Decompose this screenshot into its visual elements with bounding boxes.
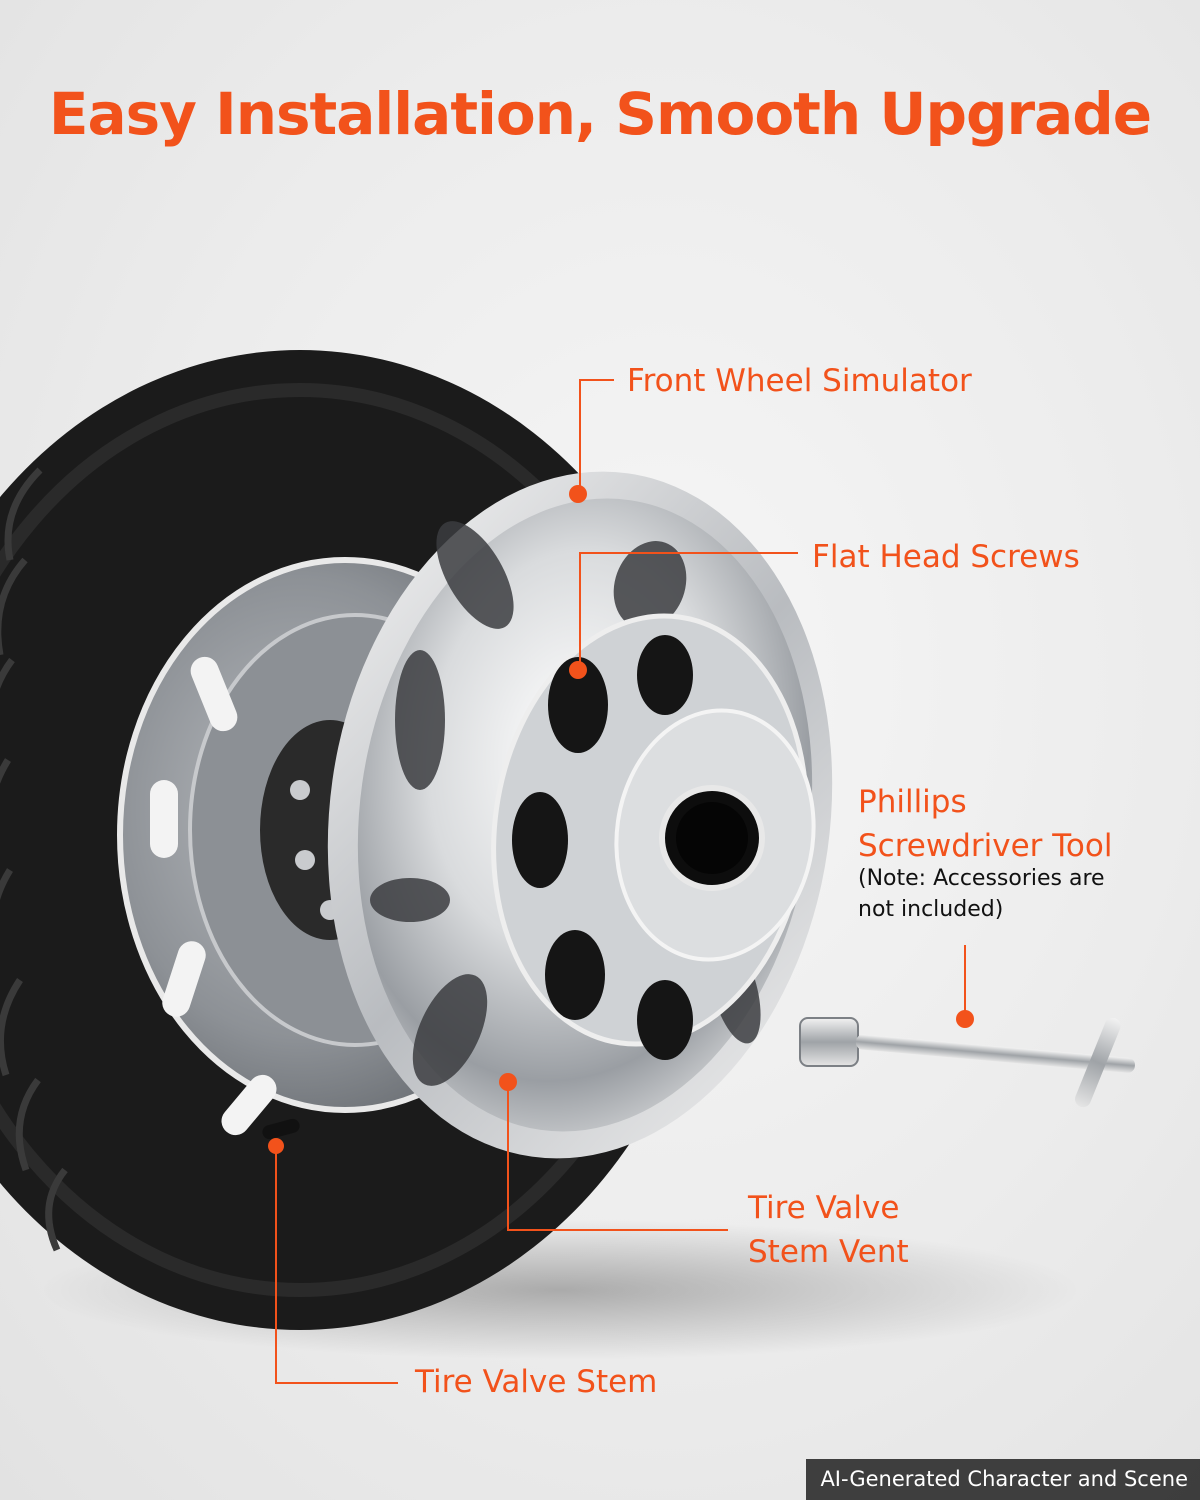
note-accessories-line1: (Note: Accessories are (858, 866, 1105, 891)
label-valve-vent-line1: Tire Valve (748, 1190, 900, 1226)
callout-lines (275, 379, 966, 1384)
label-front-wheel-simulator: Front Wheel Simulator (627, 363, 972, 399)
wheel-simulator-illustration (327, 471, 833, 1159)
label-flat-head-screws: Flat Head Screws (812, 539, 1080, 575)
label-phillips-line1: Phillips (858, 784, 967, 820)
label-valve-vent-line2: Stem Vent (748, 1234, 909, 1270)
callout-dot-icon (499, 1073, 517, 1091)
callout-dot-icon (569, 485, 587, 503)
ai-generated-badge: AI-Generated Character and Scene (806, 1459, 1200, 1500)
label-phillips-line2: Screwdriver Tool (858, 828, 1113, 864)
screwdriver-tool-illustration (799, 1017, 1135, 1108)
note-accessories-line2: not included) (858, 897, 1004, 922)
callout-dot-icon (268, 1138, 284, 1154)
page-title: Easy Installation, Smooth Upgrade (48, 80, 1152, 148)
callout-dot-icon (569, 661, 587, 679)
callout-dot-icon (956, 1010, 974, 1028)
label-tire-valve-stem: Tire Valve Stem (415, 1364, 658, 1400)
